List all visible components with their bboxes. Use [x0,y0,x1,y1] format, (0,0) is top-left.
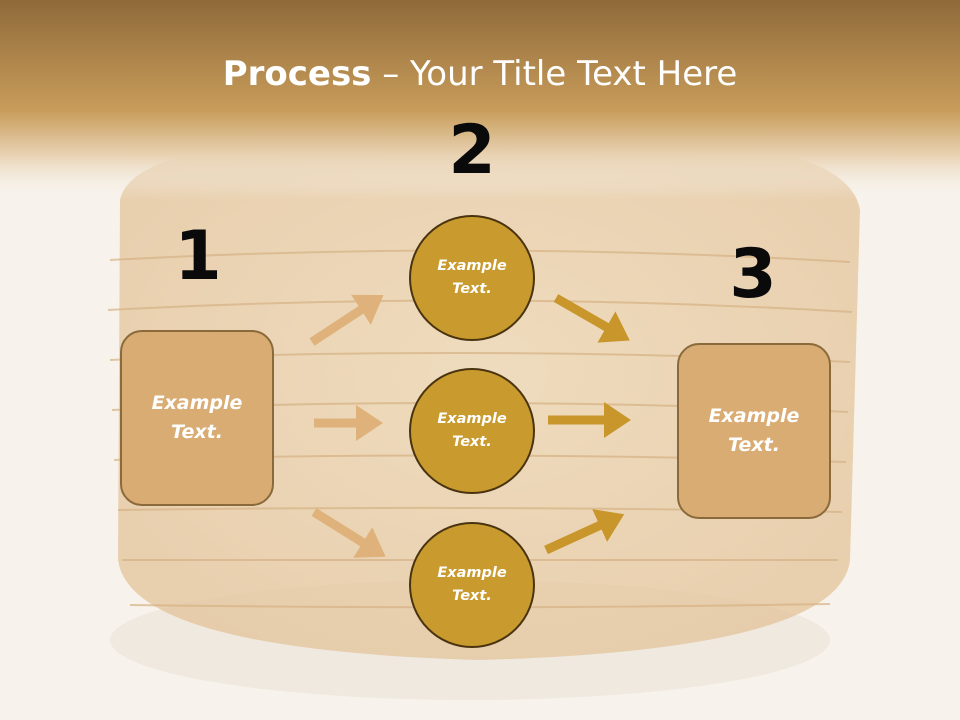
step-3-text-line2: Text. [728,434,780,456]
circle-2-text-line2: Text. [452,434,492,450]
step-3-text-line1: Example [708,405,800,427]
arrow-to-circle-3 [311,508,386,558]
step-1-box: Example Text. [120,330,274,506]
step-number-1: 1 [174,217,222,296]
circle-3-text-line2: Text. [452,588,492,604]
step-1-text-line2: Text. [171,421,223,443]
circle-3: Example Text. [409,522,535,648]
circle-1-text-line1: Example [437,258,507,274]
arrow-to-circle-1 [309,294,384,346]
step-1-text-line1: Example [151,392,243,414]
circle-2: Example Text. [409,368,535,494]
circle-2-text-line1: Example [437,411,507,427]
step-number-2: 2 [448,111,496,190]
step-3-box: Example Text. [677,343,831,519]
page-title: Process – Your Title Text Here [0,52,960,96]
title-bold: Process [222,54,372,94]
circle-1: Example Text. [409,215,535,341]
arrow-from-circle-3 [544,509,625,555]
arrow-from-circle-1 [553,294,630,343]
title-rest: – Your Title Text Here [371,54,738,94]
step-number-3: 3 [729,235,777,314]
circle-1-text-line2: Text. [452,281,492,297]
circle-3-text-line1: Example [437,565,507,581]
